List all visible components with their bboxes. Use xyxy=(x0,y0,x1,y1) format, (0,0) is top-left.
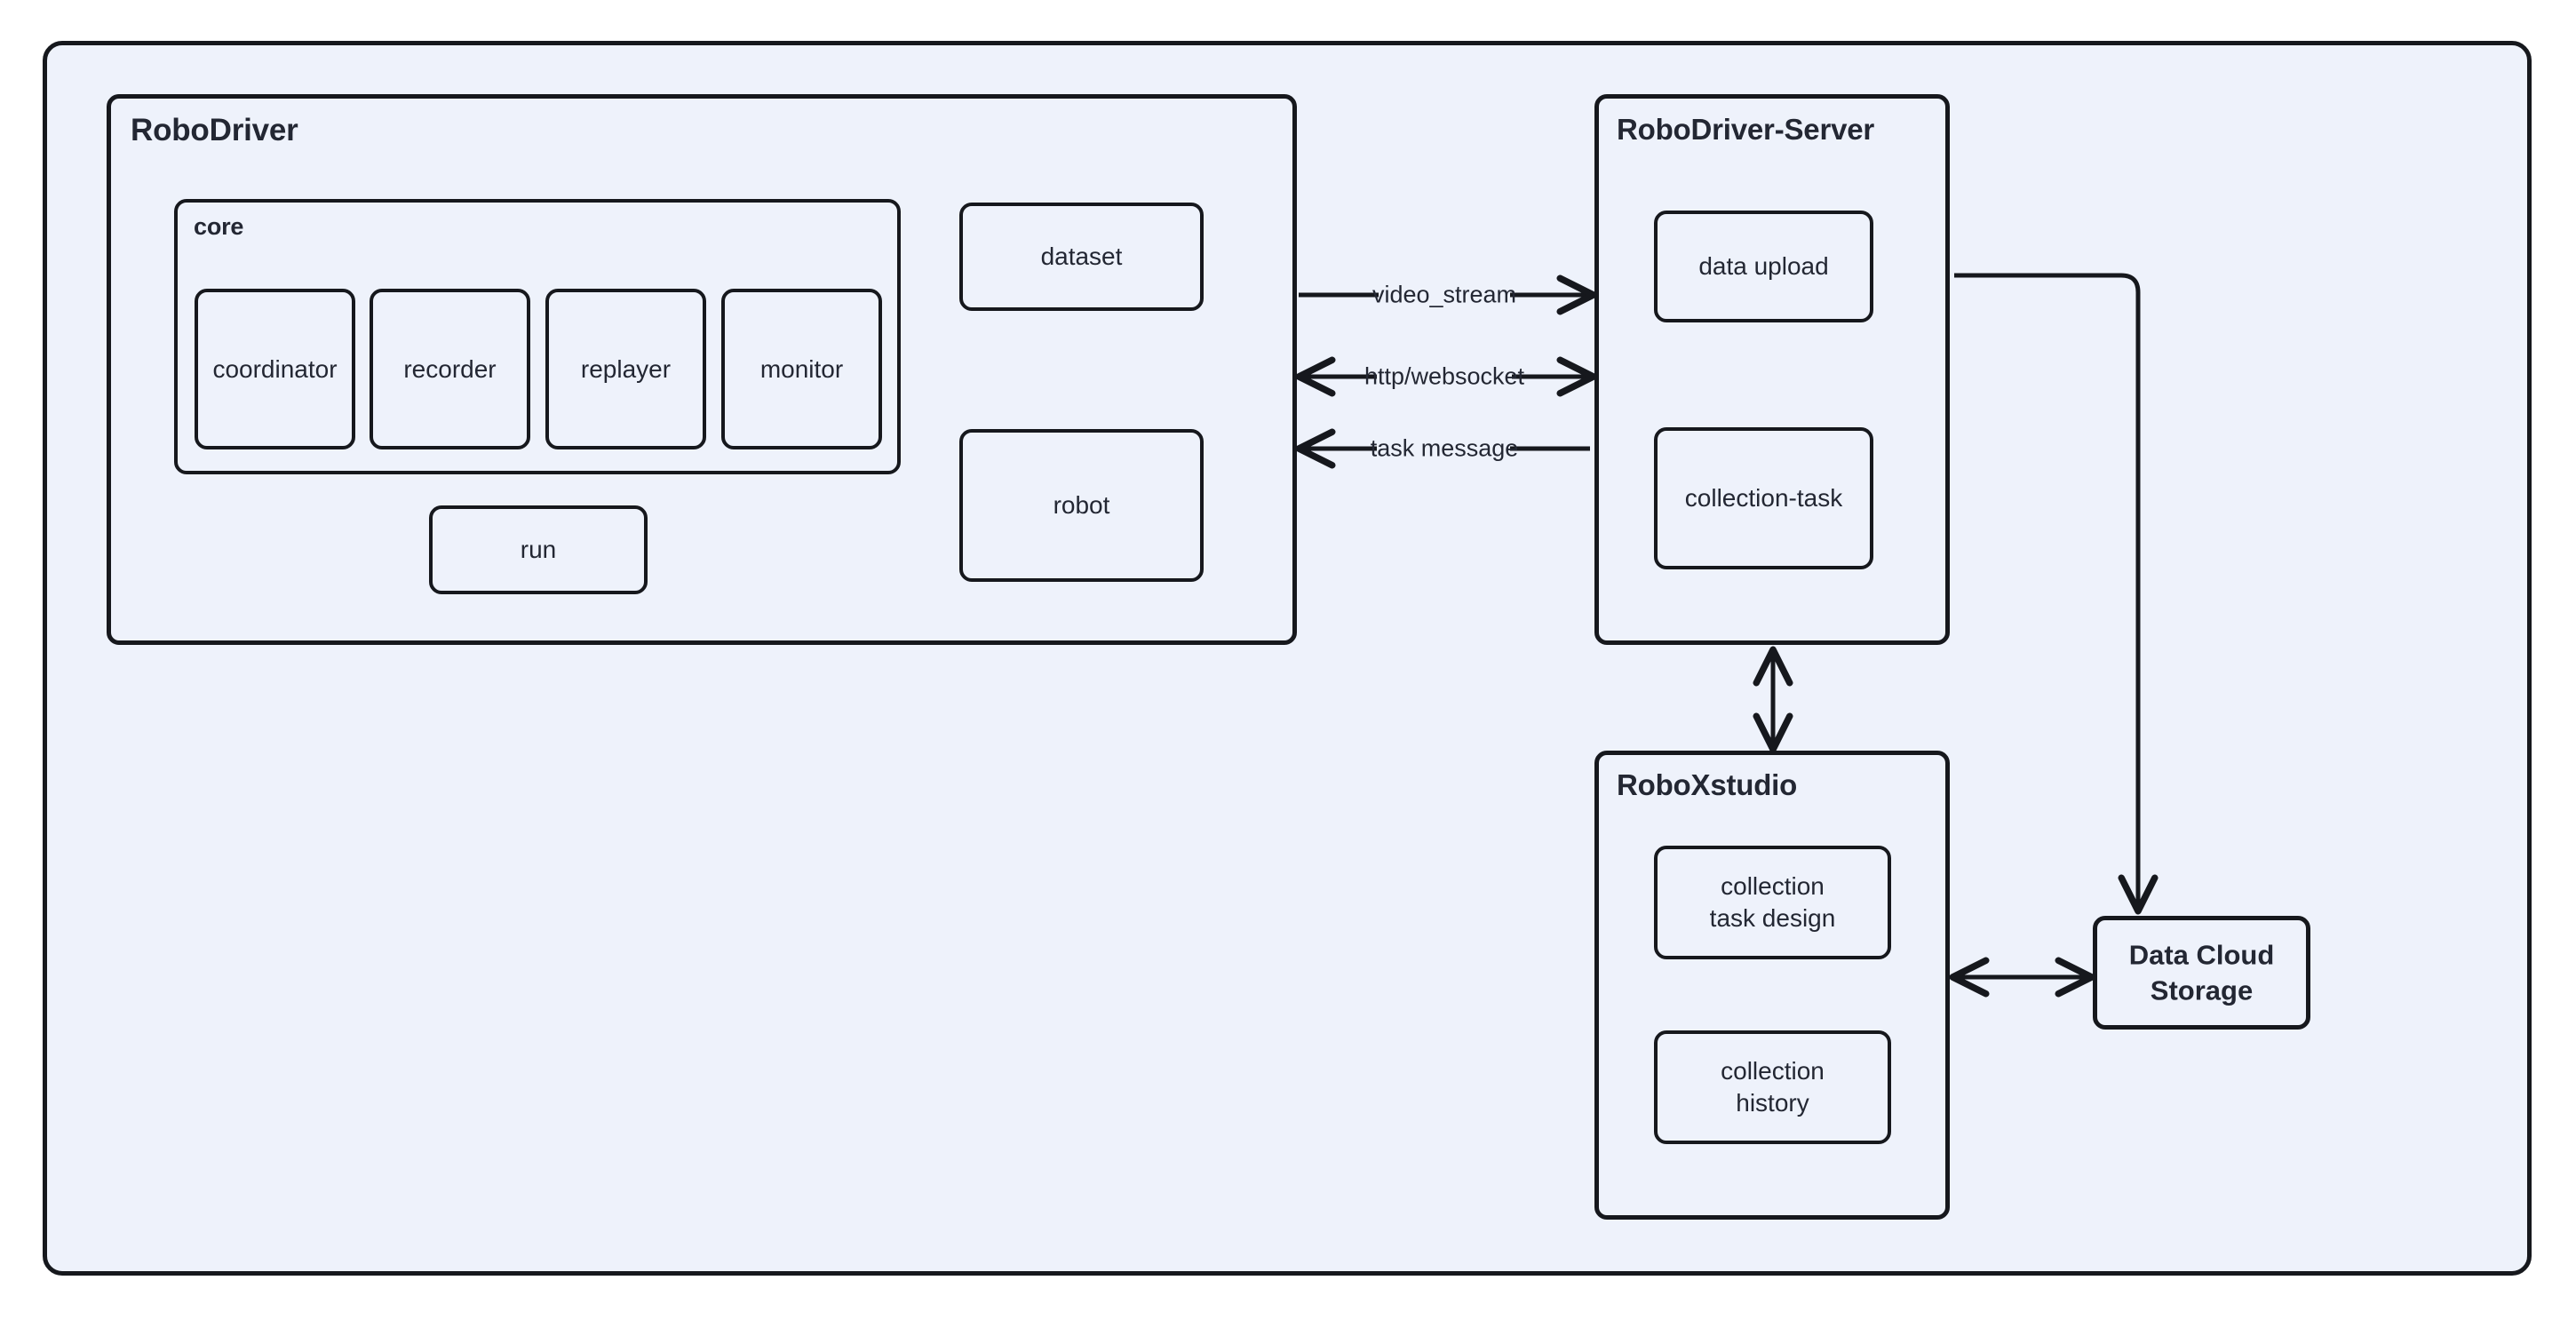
node-dataset-label: dataset xyxy=(1040,243,1123,271)
node-robot[interactable]: robot xyxy=(959,429,1204,582)
node-robot-label: robot xyxy=(1053,491,1110,520)
label-line-1: collection xyxy=(1721,1057,1825,1085)
node-run-label: run xyxy=(520,536,557,564)
label-line-1: Data Cloud xyxy=(2128,939,2275,971)
node-dataset[interactable]: dataset xyxy=(959,203,1204,311)
connector-label-http-websocket: http/websocket xyxy=(1364,362,1525,390)
node-monitor[interactable]: monitor xyxy=(721,289,882,449)
node-replayer-label: replayer xyxy=(580,354,672,383)
node-collection-task-design-label: collection task design xyxy=(1658,871,1888,934)
container-robodriver-server-title: RoboDriver-Server xyxy=(1617,113,1875,146)
container-robodriver-title: RoboDriver xyxy=(131,113,298,147)
node-data-cloud-storage[interactable]: Data Cloud Storage xyxy=(2093,916,2310,1030)
label-line-2: task design xyxy=(1709,904,1836,932)
node-data-upload[interactable]: data upload xyxy=(1654,211,1873,322)
connector-label-video-stream: video_stream xyxy=(1371,281,1517,308)
node-run[interactable]: run xyxy=(429,505,648,594)
node-replayer[interactable]: replayer xyxy=(545,289,706,449)
container-roboxstudio-title: RoboXstudio xyxy=(1617,768,1798,801)
label-line-2: history xyxy=(1736,1089,1809,1117)
node-collection-history-label: collection history xyxy=(1658,1055,1888,1119)
node-recorder[interactable]: recorder xyxy=(370,289,530,449)
node-collection-task-design[interactable]: collection task design xyxy=(1654,846,1891,959)
container-core-title: core xyxy=(194,213,244,240)
node-collection-task-label: collection-task xyxy=(1684,484,1843,513)
node-data-upload-label: data upload xyxy=(1698,252,1829,281)
node-collection-task[interactable]: collection-task xyxy=(1654,427,1873,569)
node-data-cloud-storage-label: Data Cloud Storage xyxy=(2097,937,2306,1007)
node-monitor-label: monitor xyxy=(759,354,844,383)
node-collection-history[interactable]: collection history xyxy=(1654,1030,1891,1144)
node-coordinator-label: coordinator xyxy=(212,354,338,383)
node-recorder-label: recorder xyxy=(403,354,497,383)
node-coordinator[interactable]: coordinator xyxy=(195,289,355,449)
label-line-1: collection xyxy=(1721,872,1825,901)
label-line-2: Storage xyxy=(2150,974,2254,1006)
connector-label-task-message: task message xyxy=(1370,434,1519,462)
container-roboxstudio[interactable]: RoboXstudio xyxy=(1594,751,1950,1220)
